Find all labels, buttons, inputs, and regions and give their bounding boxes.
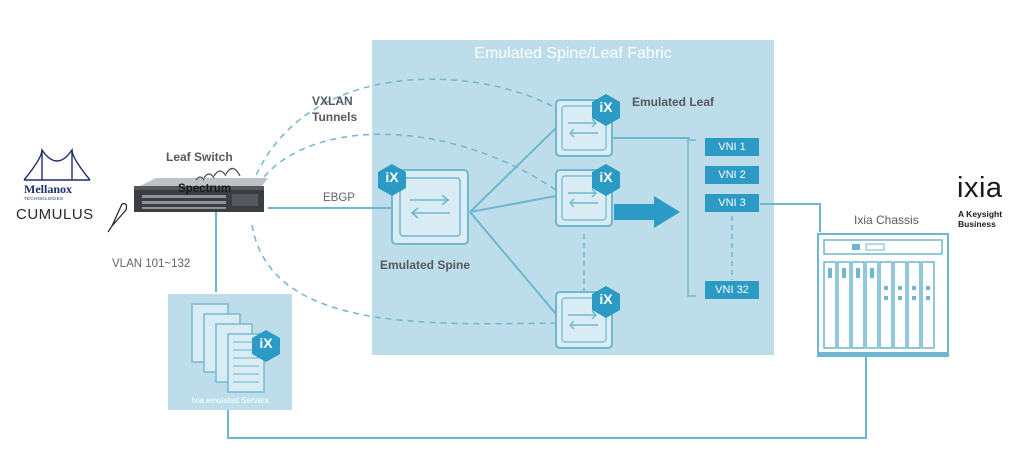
mellanox-logo-text: Mellanox (24, 182, 72, 196)
vni-box-3: VNI 3 (705, 194, 759, 212)
vni-box-32: VNI 32 (705, 281, 759, 299)
servers-label: Ixia emulated Servers (191, 396, 269, 405)
vni-bracket (687, 139, 696, 297)
vni-box-1: VNI 1 (705, 138, 759, 156)
emulated-spine (378, 164, 469, 245)
leaf1-badge-text: iX (599, 99, 613, 115)
switch-icon (568, 118, 598, 138)
servers-badge-text: iX (259, 335, 273, 351)
vni-chassis-link (760, 203, 821, 232)
leaf3-badge-text: iX (599, 291, 613, 307)
vxlan-label-line2: Tunnels (312, 110, 358, 124)
vni-box-2: VNI 2 (705, 166, 759, 184)
ixia-logo-subtext: A Keysight Business (958, 209, 1002, 229)
switch-icon (568, 310, 598, 330)
cumulus-feather-icon (107, 202, 128, 233)
fabric-title: Emulated Spine/Leaf Fabric (474, 45, 672, 62)
ixia-chassis-label: Ixia Chassis (854, 213, 919, 227)
spine-badge-text: iX (385, 169, 399, 185)
emulated-leaf-3 (555, 286, 620, 349)
mellanox-bridge-icon (23, 147, 91, 181)
ixia-logo-text: ixia (957, 172, 1003, 204)
emulated-spine-label: Emulated Spine (380, 258, 471, 272)
emulated-leaf-2 (555, 164, 620, 227)
leaf-switch (134, 167, 268, 212)
spine-leaf-links (469, 127, 557, 315)
ebgp-label: EBGP (323, 192, 355, 204)
cumulus-logo-text: CUMULUS (16, 206, 94, 223)
emulated-leaf-1 (555, 94, 620, 157)
leaf-switch-label: Leaf Switch (166, 150, 233, 164)
spectrum-wave-icon (195, 167, 241, 181)
spectrum-label: Spectrum (178, 183, 232, 195)
switch-icon (410, 194, 450, 219)
ixia-sub-line2: Business (958, 219, 996, 229)
emulated-leaf-label: Emulated Leaf (632, 95, 715, 109)
leaf2-badge-text: iX (599, 169, 613, 185)
arrow-right-icon (614, 196, 680, 228)
mellanox-logo-subtext: TECHNOLOGIES (24, 196, 64, 201)
chassis-icon (817, 233, 949, 357)
emulated-servers (168, 294, 292, 410)
vxlan-tunnels (251, 78, 557, 325)
vxlan-label-line1: VXLAN (312, 94, 353, 108)
vlan-label: VLAN 101~132 (112, 258, 191, 270)
switch-icon (568, 188, 598, 208)
ixia-sub-line1: A Keysight (958, 209, 1003, 219)
